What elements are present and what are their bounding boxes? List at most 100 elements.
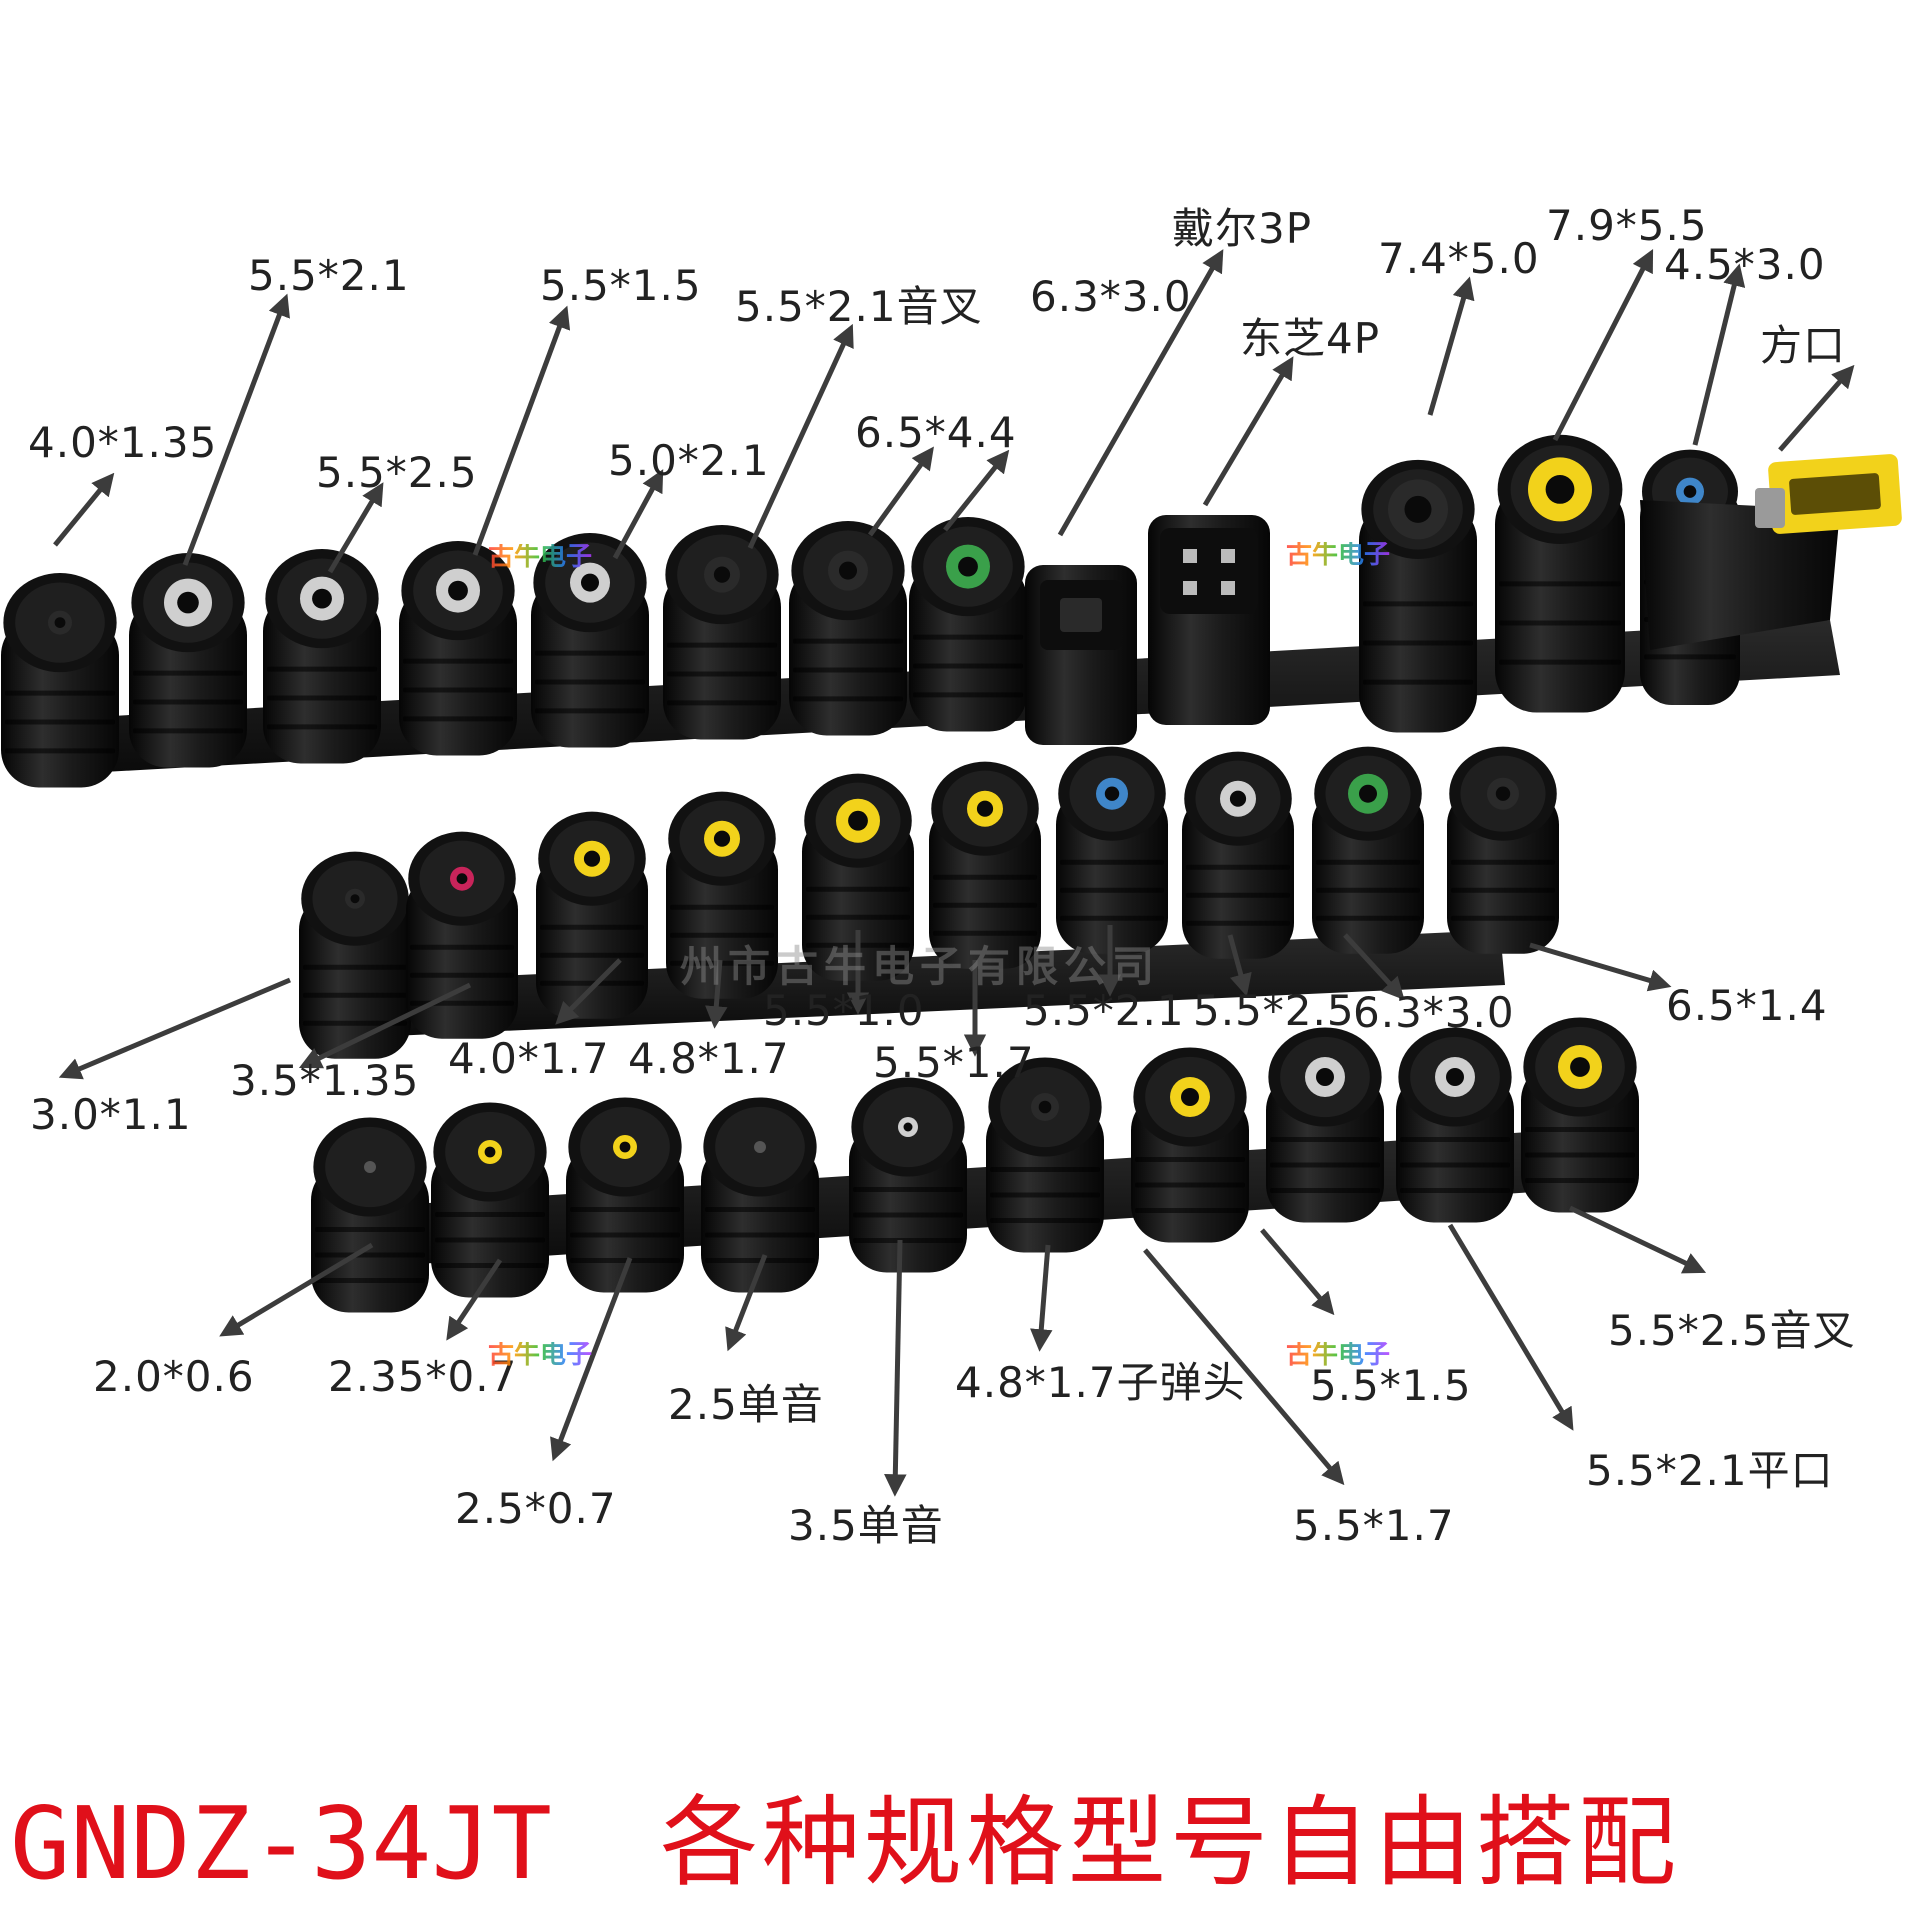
pointer-arrow-5 [747,323,854,550]
pointer-arrow-31 [1260,1228,1335,1316]
connector-row1-square-port [1640,454,1902,650]
connector-row3-4 [849,1077,967,1273]
label-row1-5.5x2.1-fork: 5.5*2.1音叉 [735,282,983,331]
connector-row2-5 [929,761,1041,969]
pointer-arrow-16 [555,958,622,1025]
connector-row2-3 [666,791,778,999]
connector-row2-8 [1312,746,1424,954]
pointer-arrow-26 [550,1257,633,1462]
connector-row1-2 [263,549,381,764]
label-row2-6.5x1.4: 6.5*1.4 [1666,981,1828,1030]
label-row1-4.0x1.35: 4.0*1.35 [28,418,218,467]
label-row3-2.0x0.6: 2.0*0.6 [93,1352,255,1401]
label-row1-4.5x3.0: 4.5*3.0 [1664,240,1826,289]
watermark-bottom-right: 古牛电子 [1286,1340,1391,1370]
connector-row3-5 [986,1057,1104,1253]
pointer-arrow-3 [472,305,571,556]
label-row3-2.5-mono: 2.5单音 [668,1380,824,1429]
pointer-arrow-22 [1343,933,1405,1000]
label-row1-6.3x3.0: 6.3*3.0 [1030,272,1192,321]
label-row2-3.5x1.35: 3.5*1.35 [230,1056,420,1105]
product-code: GNDZ-34JT [10,1785,552,1902]
label-row2-3.0x1.1: 3.0*1.1 [30,1090,192,1139]
connector-row3-0 [311,1117,429,1313]
connector-row1-0 [1,573,119,788]
pointer-arrow-0 [53,472,115,547]
pointer-arrow-17 [705,959,728,1029]
company-watermark: 州市古牛电子有限公司 [680,942,1161,991]
product-description: 各种规格型号自由搭配 [660,1786,1681,1900]
pointer-arrow-33 [1568,1205,1707,1274]
connector-row3-6 [1131,1047,1249,1243]
pointer-arrow-29 [1030,1244,1053,1352]
label-row2-5.5x2.5: 5.5*2.5 [1193,986,1355,1035]
connector-row1-5 [663,525,781,740]
label-row2-5.5x2.1: 5.5*2.1 [1023,986,1185,1035]
label-row3-2.35x0.7: 2.35*0.7 [328,1352,518,1401]
label-row1-square-port: 方口 [1760,321,1847,370]
label-row3-5.5x2.5-fork: 5.5*2.5音叉 [1608,1306,1856,1355]
label-row2-5.5x1.7: 5.5*1.7 [873,1038,1035,1087]
connector-row1-1 [129,553,247,768]
label-row1-5.5x2.5: 5.5*2.5 [316,448,478,497]
connector-row3-7 [1266,1027,1384,1223]
pointer-arrow-27 [725,1254,768,1352]
label-row2-4.8x1.7: 4.8*1.7 [628,1034,790,1083]
label-row1-5.5x2.1: 5.5*2.1 [248,251,410,300]
pointer-arrow-24 [219,1242,374,1337]
watermark-top-right: 古牛电子 [1286,540,1391,570]
connector-row1-dell-3p [1025,565,1137,745]
pointer-arrow-21 [1227,934,1252,997]
watermark-bottom-left: 古牛电子 [488,1340,593,1370]
pointer-arrow-8 [1057,249,1224,537]
label-row1-dell-3p: 戴尔3P [1172,204,1313,253]
connector-row2-0 [299,851,411,1059]
connector-row1-6 [789,521,907,736]
label-row3-5.5x1.5: 5.5*1.5 [1310,1361,1472,1410]
connector-row2-6 [1056,746,1168,954]
connector-row2-4 [802,773,914,981]
pointer-arrow-7 [943,449,1010,532]
pointer-arrow-6 [867,446,934,537]
connector-row2-1 [406,831,518,1039]
pointer-arrow-25 [446,1258,503,1341]
pointer-arrow-14 [58,977,291,1080]
pointer-arrow-13 [1778,364,1855,452]
label-row2-5.5x1.0: 5.5*1.0 [763,986,925,1035]
label-row3-5.5x2.1-flat: 5.5*2.1平口 [1586,1446,1834,1495]
label-row3-2.5x0.7: 2.5*0.7 [455,1484,617,1533]
connector-row3-3 [701,1097,819,1293]
pointer-arrow-10 [1427,276,1475,416]
connector-row3-2 [566,1097,684,1293]
pointer-arrow-9 [1202,356,1294,507]
connector-row1-4 [531,533,649,748]
connector-row3-9 [1521,1017,1639,1213]
label-row1-5.5x1.5: 5.5*1.5 [540,261,702,310]
connector-row1-7 [909,517,1027,732]
connector-row2-7 [1182,751,1294,959]
label-row3-4.8x1.7-bullet: 4.8*1.7子弹头 [955,1358,1246,1407]
pointer-arrow-1 [182,293,290,566]
label-row1-7.4x5.0: 7.4*5.0 [1378,234,1540,283]
connector-row1-7.9x5.5 [1495,434,1625,713]
label-row2-4.0x1.7: 4.0*1.7 [448,1034,610,1083]
label-row1-6.5x4.4: 6.5*4.4 [855,408,1017,457]
pointer-arrow-2 [327,482,384,574]
connector-plugs [1,434,1902,1313]
pointer-arrow-30 [1143,1248,1345,1486]
label-row1-7.9x5.5: 7.9*5.5 [1546,201,1708,250]
pointer-arrows [53,248,1855,1497]
watermark-top-left: 古牛电子 [488,542,593,572]
label-row3-5.5x1.7: 5.5*1.7 [1293,1501,1455,1550]
pointer-arrow-15 [298,982,472,1069]
connector-row2-9 [1447,746,1559,954]
connector-row1-7.4x5.0 [1359,459,1477,733]
pointer-arrow-32 [1447,1223,1574,1431]
pointer-arrow-28 [884,1239,907,1497]
pointer-arrow-12 [1692,263,1746,446]
connector-row1-3 [399,541,517,756]
label-row1-5.0x2.1: 5.0*2.1 [608,436,770,485]
pointer-arrow-11 [1552,248,1654,442]
pointer-arrow-4 [612,469,664,560]
